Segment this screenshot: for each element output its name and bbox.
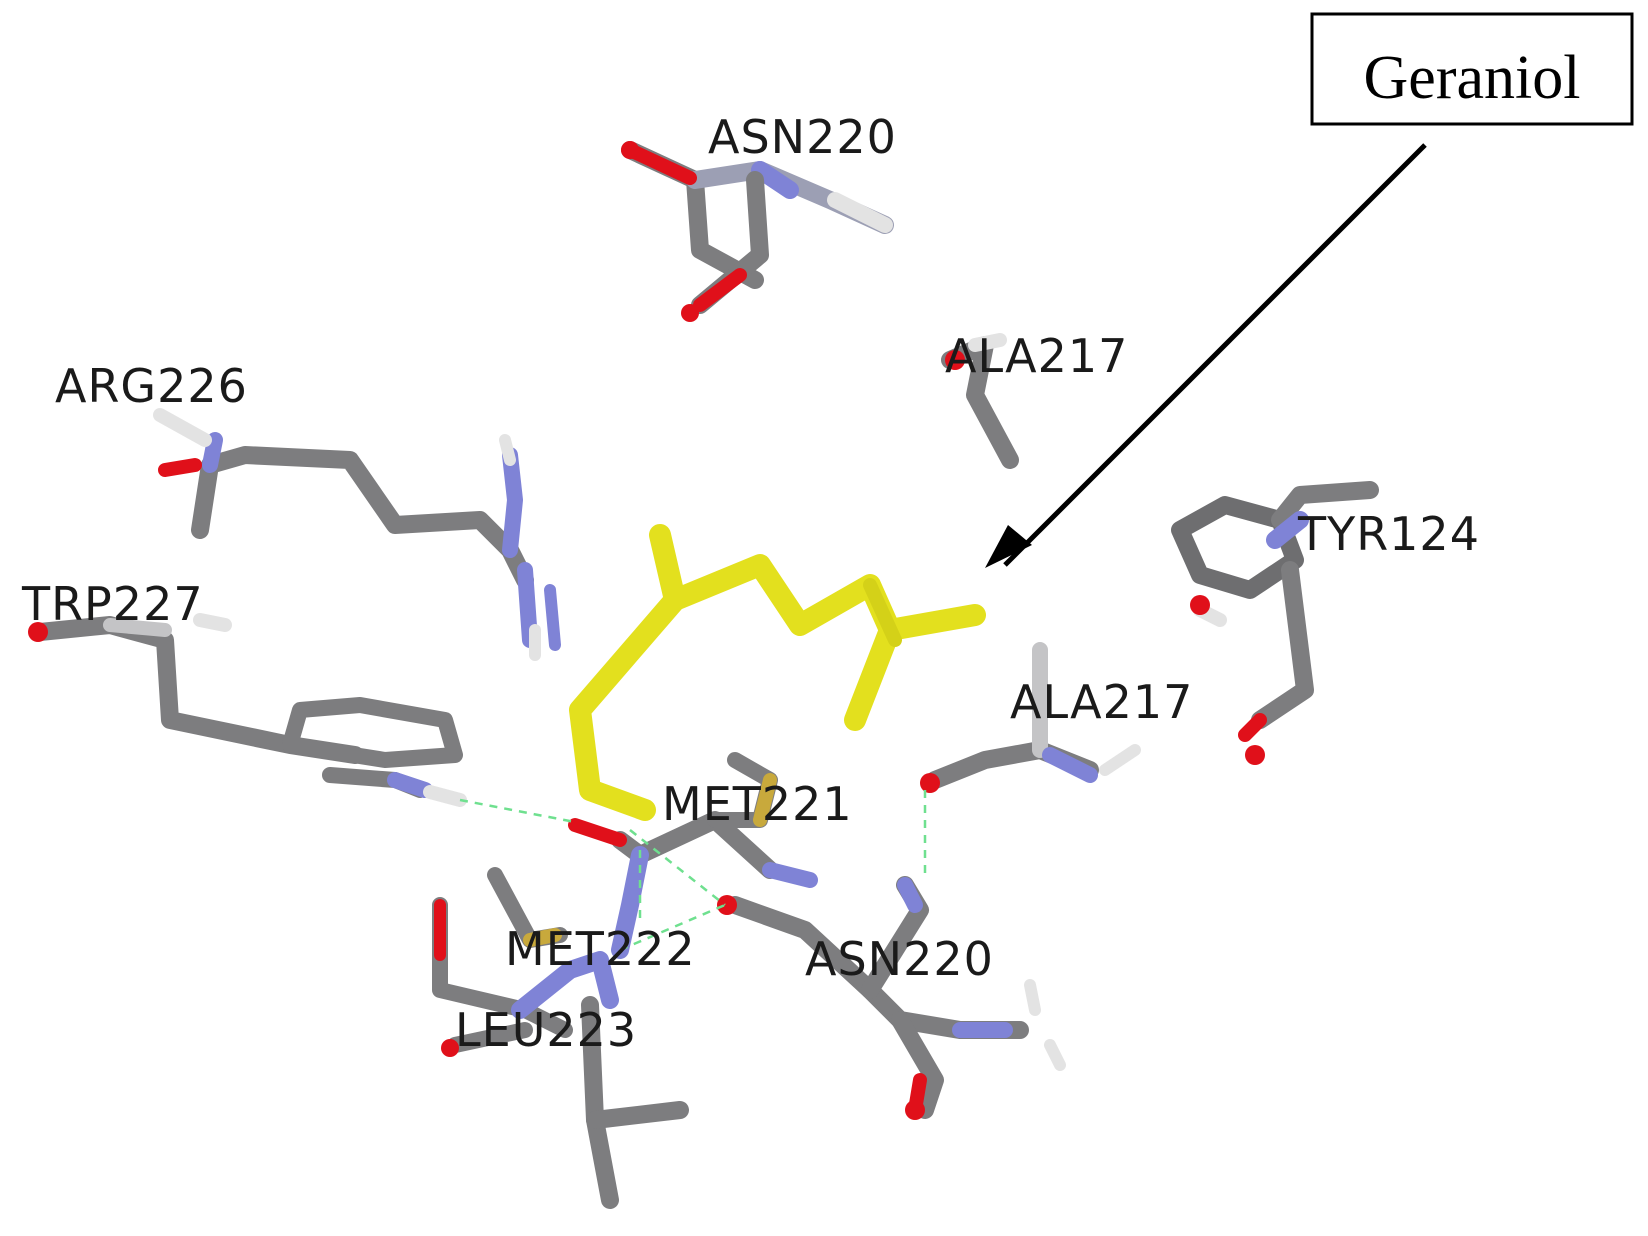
residue-tyr124: [1171, 481, 1379, 765]
hbond-met221-asn220: [629, 829, 726, 906]
label-leu223: LEU223: [455, 1003, 637, 1057]
hydrogen-bonds: [459, 790, 927, 952]
geraniol-callout: Geraniol: [985, 12, 1634, 568]
callout-arrow: [1003, 143, 1427, 567]
residue-ala217-top: [941, 333, 1019, 469]
residue-asn220-top: [621, 141, 894, 322]
label-asn220-bottom: ASN220: [805, 932, 994, 986]
label-met221: MET221: [662, 777, 853, 831]
label-met222: MET222: [505, 922, 696, 976]
ligand-geraniol: [569, 524, 986, 821]
label-trp227: TRP227: [21, 577, 204, 631]
label-asn220-top: ASN220: [708, 110, 897, 164]
callout-label: Geraniol: [1364, 44, 1581, 112]
label-ala217-top: ALA217: [945, 329, 1128, 383]
label-tyr124: TYR124: [1297, 507, 1480, 561]
residue-met221: [568, 752, 818, 888]
hbond-met222-asn220: [619, 903, 726, 952]
residue-labels: ASN220 ALA217 ARG226 TRP227 TYR124 ALA21…: [21, 110, 1480, 1057]
label-ala217-mid: ALA217: [1010, 675, 1193, 729]
residue-leu223: [432, 897, 689, 1209]
residue-met222: [487, 846, 649, 959]
arrowhead-icon: [985, 525, 1032, 568]
label-arg226: ARG226: [55, 359, 248, 413]
residue-ala217-mid: [920, 642, 1141, 793]
hbond-trp227-met221: [459, 798, 576, 824]
residue-trp227: [28, 613, 467, 807]
callout-box: [1310, 12, 1634, 126]
residue-asn220-bottom: [717, 876, 1066, 1120]
residue-arg226: [153, 408, 561, 661]
